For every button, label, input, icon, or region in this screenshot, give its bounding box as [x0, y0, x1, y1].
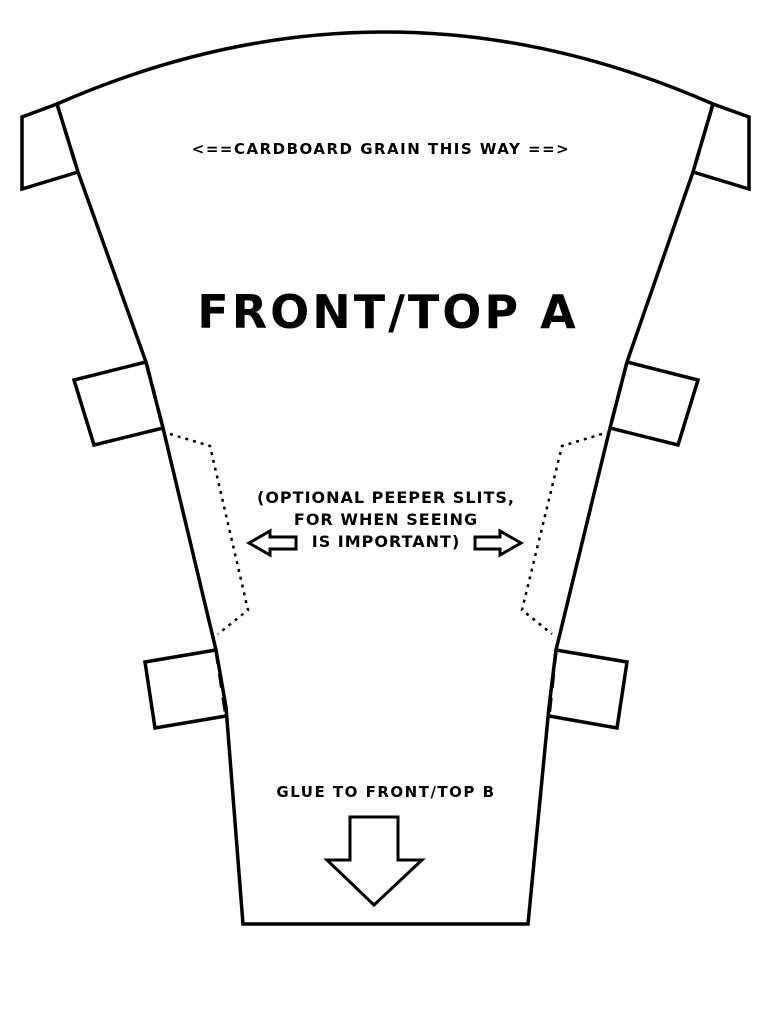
optional-note-line-3: IS IMPORTANT) — [312, 532, 461, 551]
glue-instruction-label: GLUE TO FRONT/TOP B — [276, 783, 495, 801]
tab-lower-left — [143, 648, 227, 731]
grain-direction-label: <==CARDBOARD GRAIN THIS WAY ==> — [192, 140, 571, 158]
arrow-left-icon — [245, 528, 298, 558]
panel-title: FRONT/TOP A — [197, 285, 578, 339]
fold-line-middle-right — [608, 361, 629, 429]
arrow-right-icon — [473, 528, 525, 558]
tab-lower-right — [548, 648, 629, 731]
tab-top-right — [692, 102, 751, 192]
fold-line-top-right — [691, 103, 715, 173]
fold-line-lower-right — [547, 649, 558, 717]
fold-line-lower-left — [214, 649, 228, 717]
peeper-slit-left — [169, 432, 250, 635]
arrow-down-icon — [323, 815, 426, 908]
tab-top-left — [20, 102, 79, 192]
panel-outline — [54, 30, 716, 926]
tab-middle-right — [609, 360, 701, 448]
peeper-slit-right — [520, 432, 603, 635]
optional-note-line-2: FOR WHEN SEEING — [294, 510, 478, 529]
tab-middle-left — [71, 360, 164, 448]
fold-line-top-left — [55, 103, 80, 173]
fold-line-middle-left — [144, 361, 165, 429]
optional-note-line-1: (OPTIONAL PEEPER SLITS, — [257, 488, 515, 507]
